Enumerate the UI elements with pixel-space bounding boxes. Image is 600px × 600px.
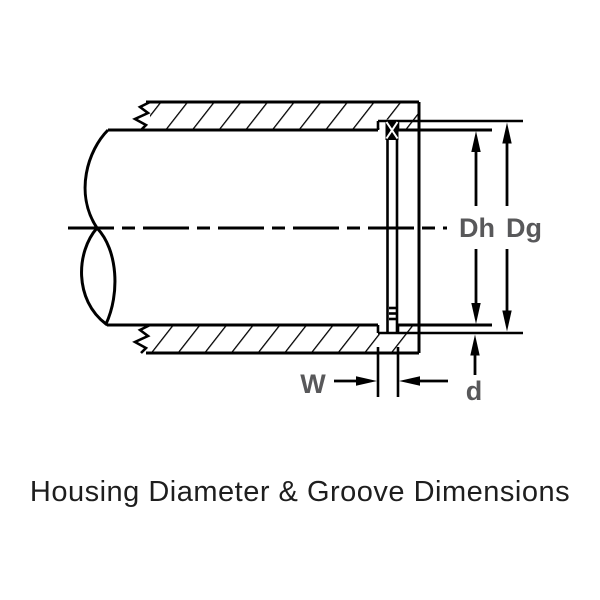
ring-section-x-mark xyxy=(385,121,399,140)
bore-break-curve xyxy=(80,128,117,327)
diagram-title: Housing Diameter & Groove Dimensions xyxy=(30,476,570,508)
dimension-w: W xyxy=(300,347,448,399)
retaining-ring xyxy=(385,120,399,334)
d-arrow-up-icon xyxy=(470,334,480,356)
w-label: W xyxy=(300,369,326,399)
dimension-dg: Dg xyxy=(502,122,542,332)
bottom-wall-hatch xyxy=(150,326,418,352)
dg-arrow-up-icon xyxy=(502,122,512,144)
dg-label: Dg xyxy=(506,213,542,243)
dh-arrow-up-icon xyxy=(471,131,481,152)
dimension-dh: Dh xyxy=(459,131,495,324)
d-label: d xyxy=(466,376,483,406)
top-wall-hatch xyxy=(150,103,418,129)
dh-label: Dh xyxy=(459,213,495,243)
w-arrow-left-icon xyxy=(399,376,420,386)
top-wall-break-edge xyxy=(132,100,151,131)
housing-section xyxy=(80,100,523,355)
bottom-wall-break-edge xyxy=(132,323,151,354)
dg-arrow-down-icon xyxy=(502,310,512,332)
w-arrow-right-icon xyxy=(356,376,377,386)
dh-arrow-down-icon xyxy=(471,303,481,324)
dimension-d: d xyxy=(466,334,483,406)
